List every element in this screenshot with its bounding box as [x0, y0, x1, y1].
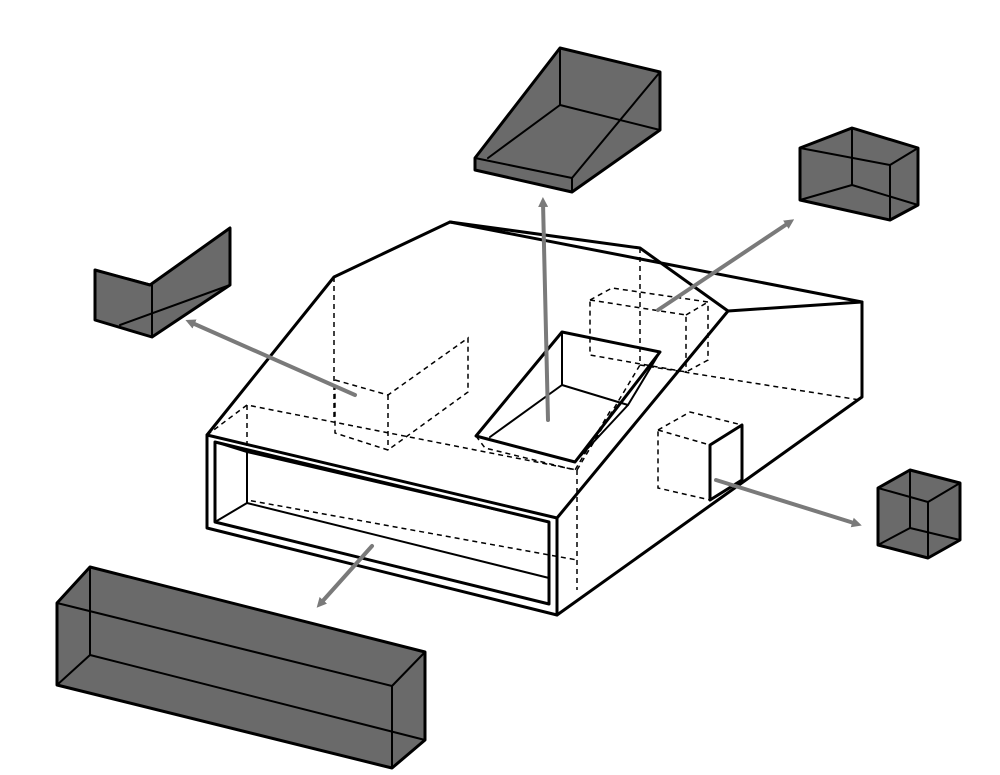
piece-skylight-prism: [473, 46, 662, 194]
arrow-to-long-box-front: [316, 544, 374, 608]
piece-long-box-front: [55, 565, 427, 770]
arrow-to-cube-top-right: [656, 219, 795, 312]
arrow-to-wedge-left: [185, 319, 357, 397]
arrow-to-skylight-prism: [538, 197, 550, 422]
main-building-volume: [205, 220, 864, 617]
hidden-lines: [206, 248, 861, 590]
arrow-to-cube-right: [714, 478, 862, 528]
visible-outline: [205, 220, 864, 617]
piece-wedge-left: [93, 226, 232, 339]
piece-cube-right: [876, 468, 962, 560]
piece-cube-top-right: [798, 126, 920, 222]
